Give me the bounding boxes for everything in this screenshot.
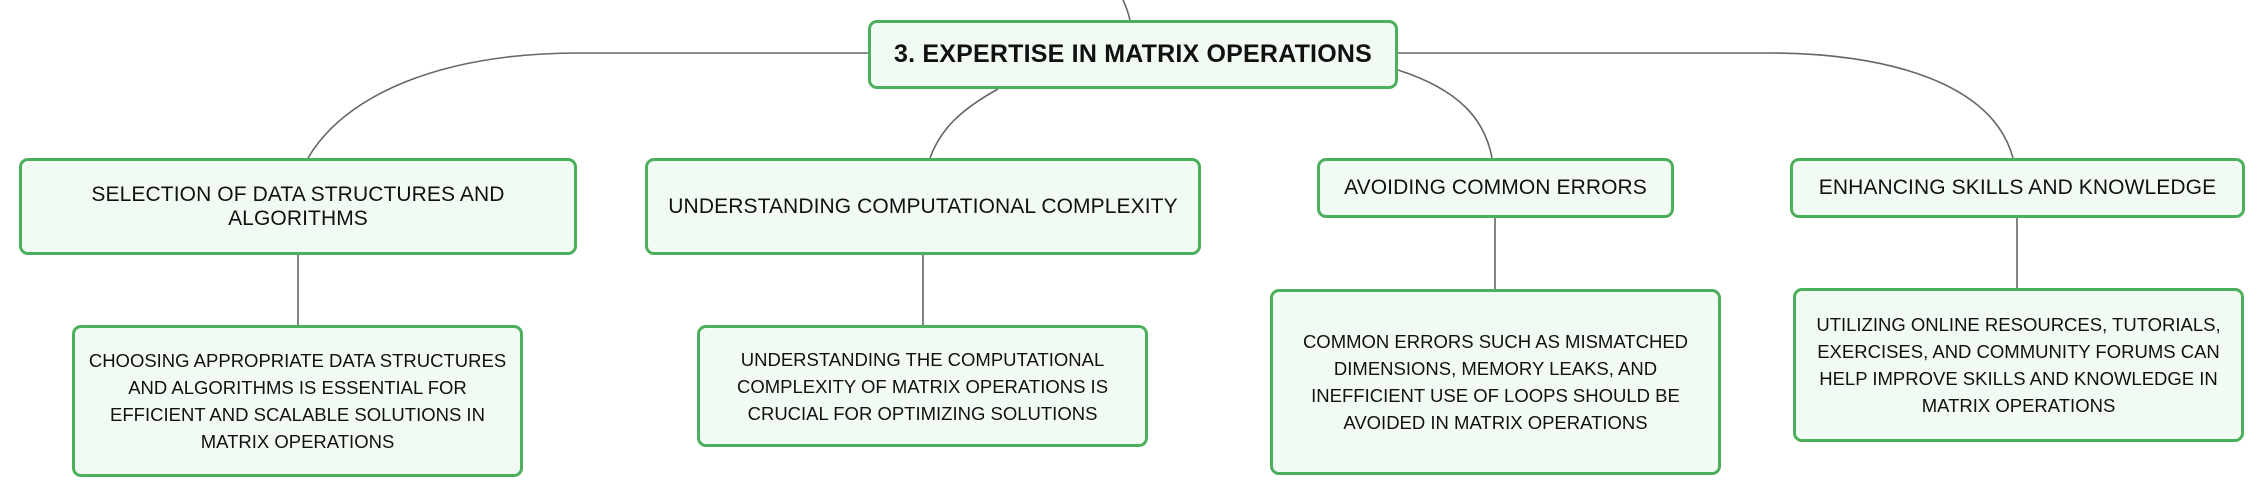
connector-parent-to-root	[1122, 0, 1131, 21]
branch-data-structures-label: SELECTION OF DATA STRUCTURES AND ALGORIT…	[91, 182, 505, 230]
detail-data-structures-text: CHOOSING APPROPRIATE DATA STRUCTURES AND…	[88, 350, 507, 452]
branch-computational-complexity-label: UNDERSTANDING COMPUTATIONAL COMPLEXITY	[668, 194, 1178, 218]
detail-common-errors[interactable]: COMMON ERRORS SUCH AS MISMATCHED DIMENSI…	[1270, 289, 1721, 475]
detail-computational-complexity[interactable]: UNDERSTANDING THE COMPUTATIONAL COMPLEXI…	[697, 325, 1148, 447]
detail-computational-complexity-text: UNDERSTANDING THE COMPUTATIONAL COMPLEXI…	[736, 348, 1109, 424]
connector-root-to-branch-4	[1398, 52, 2014, 159]
detail-skills-knowledge-text: UTILIZING ONLINE RESOURCES, TUTORIALS, E…	[1816, 314, 2221, 416]
root-topic[interactable]: 3. EXPERTISE IN MATRIX OPERATIONS	[868, 20, 1398, 89]
detail-skills-knowledge[interactable]: UTILIZING ONLINE RESOURCES, TUTORIALS, E…	[1793, 288, 2244, 442]
branch-common-errors[interactable]: AVOIDING COMMON ERRORS	[1317, 158, 1674, 218]
connector-root-to-branch-2	[929, 88, 999, 159]
connector-root-to-branch-3	[1397, 69, 1493, 159]
detail-data-structures[interactable]: CHOOSING APPROPRIATE DATA STRUCTURES AND…	[72, 325, 523, 477]
branch-skills-knowledge-label: ENHANCING SKILLS AND KNOWLEDGE	[1818, 176, 2217, 199]
branch-common-errors-label: AVOIDING COMMON ERRORS	[1344, 176, 1647, 199]
root-topic-label: 3. EXPERTISE IN MATRIX OPERATIONS	[894, 40, 1372, 68]
detail-common-errors-text: COMMON ERRORS SUCH AS MISMATCHED DIMENSI…	[1302, 331, 1689, 433]
branch-skills-knowledge[interactable]: ENHANCING SKILLS AND KNOWLEDGE	[1790, 158, 2245, 218]
branch-computational-complexity[interactable]: UNDERSTANDING COMPUTATIONAL COMPLEXITY	[645, 158, 1201, 255]
connector-root-to-branch-1	[307, 52, 868, 159]
branch-data-structures[interactable]: SELECTION OF DATA STRUCTURES AND ALGORIT…	[19, 158, 577, 255]
